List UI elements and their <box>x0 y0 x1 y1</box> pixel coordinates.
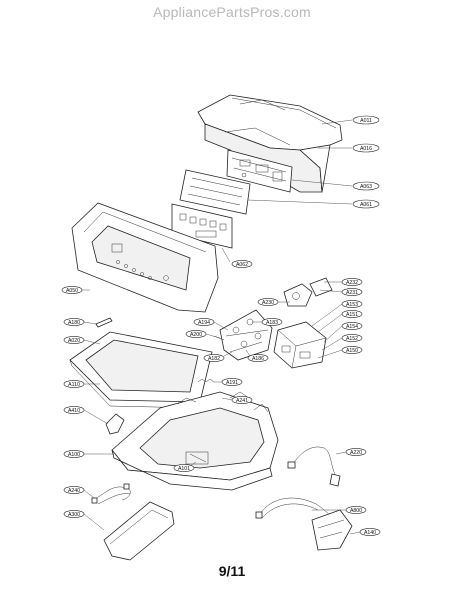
callout-a016: A016 <box>352 143 380 153</box>
svg-text:A101: A101 <box>178 466 190 472</box>
svg-text:A061: A061 <box>360 202 372 208</box>
callout-a180: A180 <box>63 318 85 326</box>
callout-a231: A231 <box>341 288 363 296</box>
svg-text:A140: A140 <box>364 530 376 536</box>
svg-text:A300: A300 <box>68 512 80 518</box>
callout-a152: A152 <box>341 334 363 342</box>
callout-a101: A101 <box>173 464 195 472</box>
callout-a182: A182 <box>203 354 225 362</box>
svg-text:A240: A240 <box>68 488 80 494</box>
svg-text:A062: A062 <box>236 262 248 268</box>
callout-a050: A050 <box>61 286 83 294</box>
lid-part <box>69 331 213 409</box>
actuator-part <box>283 277 333 307</box>
svg-text:A050: A050 <box>66 288 78 294</box>
svg-text:A180: A180 <box>68 320 80 326</box>
top-cabinet-part <box>111 391 279 491</box>
callout-a100: A100 <box>63 450 85 458</box>
callout-a110: A110 <box>63 380 85 388</box>
svg-text:A800: A800 <box>350 508 362 514</box>
svg-text:A016: A016 <box>360 146 372 152</box>
svg-text:A230: A230 <box>262 300 274 306</box>
svg-text:A100: A100 <box>68 452 80 458</box>
svg-text:A020: A020 <box>68 338 80 344</box>
display-board-part <box>179 169 251 215</box>
callout-a186: A186 <box>247 354 269 362</box>
callout-a063: A063 <box>352 181 380 191</box>
rear-cover-part <box>197 94 343 193</box>
callout-a194: A194 <box>193 318 215 326</box>
control-board-part <box>226 149 293 193</box>
hinge-cover-part <box>105 413 125 435</box>
svg-text:A232: A232 <box>346 280 358 286</box>
svg-text:A151: A151 <box>346 312 358 318</box>
callout-a300: A300 <box>63 510 85 518</box>
svg-text:A154: A154 <box>346 324 358 330</box>
callout-a020: A020 <box>63 336 85 344</box>
svg-text:A153: A153 <box>346 302 358 308</box>
svg-text:A200: A200 <box>190 332 202 338</box>
svg-text:A220: A220 <box>350 450 362 456</box>
hinge-bar-part <box>95 317 113 328</box>
callout-a230: A230 <box>257 298 279 306</box>
svg-text:A011: A011 <box>360 118 372 124</box>
svg-text:A194: A194 <box>198 320 210 326</box>
spring-part <box>197 378 215 383</box>
callout-a183: A183 <box>261 318 283 326</box>
callout-a410: A410 <box>63 406 85 414</box>
dispenser-box-part <box>273 321 327 369</box>
svg-text:A231: A231 <box>346 290 358 296</box>
svg-text:A063: A063 <box>360 184 372 190</box>
callout-a062: A062 <box>231 260 253 268</box>
svg-text:A183: A183 <box>266 320 278 326</box>
svg-text:A410: A410 <box>68 408 80 414</box>
site-watermark: AppliancePartsPros.com <box>153 4 311 20</box>
callout-a191: A191 <box>221 378 243 386</box>
callout-a800: A800 <box>345 506 367 514</box>
svg-text:A110: A110 <box>68 382 80 388</box>
svg-text:A152: A152 <box>346 336 358 342</box>
callout-a151: A151 <box>341 310 363 318</box>
callout-a200: A200 <box>185 330 207 338</box>
callout-a150: A150 <box>341 346 363 354</box>
control-panel-part <box>71 202 219 313</box>
power-cord-part <box>287 446 341 487</box>
svg-text:A150: A150 <box>346 348 358 354</box>
page-number: 9/11 <box>218 563 246 579</box>
callout-a154: A154 <box>341 322 363 330</box>
callout-a140: A140 <box>359 528 381 536</box>
callout-a240: A240 <box>63 486 85 494</box>
callout-labels: A011 A016 A063 A061 A062 A050 A232 A231 … <box>61 115 381 536</box>
callout-a153: A153 <box>341 300 363 308</box>
callout-a061: A061 <box>352 199 380 209</box>
callout-a011: A011 <box>352 115 380 125</box>
bottom-cover-part <box>103 501 175 561</box>
lid-switch-assembly-part <box>213 309 273 361</box>
callout-a220: A220 <box>345 448 367 456</box>
wire-harness-part <box>91 483 131 505</box>
svg-text:A241: A241 <box>236 398 248 404</box>
svg-text:A191: A191 <box>226 380 238 386</box>
bracket-part <box>311 509 353 551</box>
callout-a241: A241 <box>231 396 253 404</box>
callout-a232: A232 <box>341 278 363 286</box>
svg-text:A182: A182 <box>208 356 220 362</box>
leader-lines <box>82 119 361 535</box>
svg-text:A186: A186 <box>252 356 264 362</box>
